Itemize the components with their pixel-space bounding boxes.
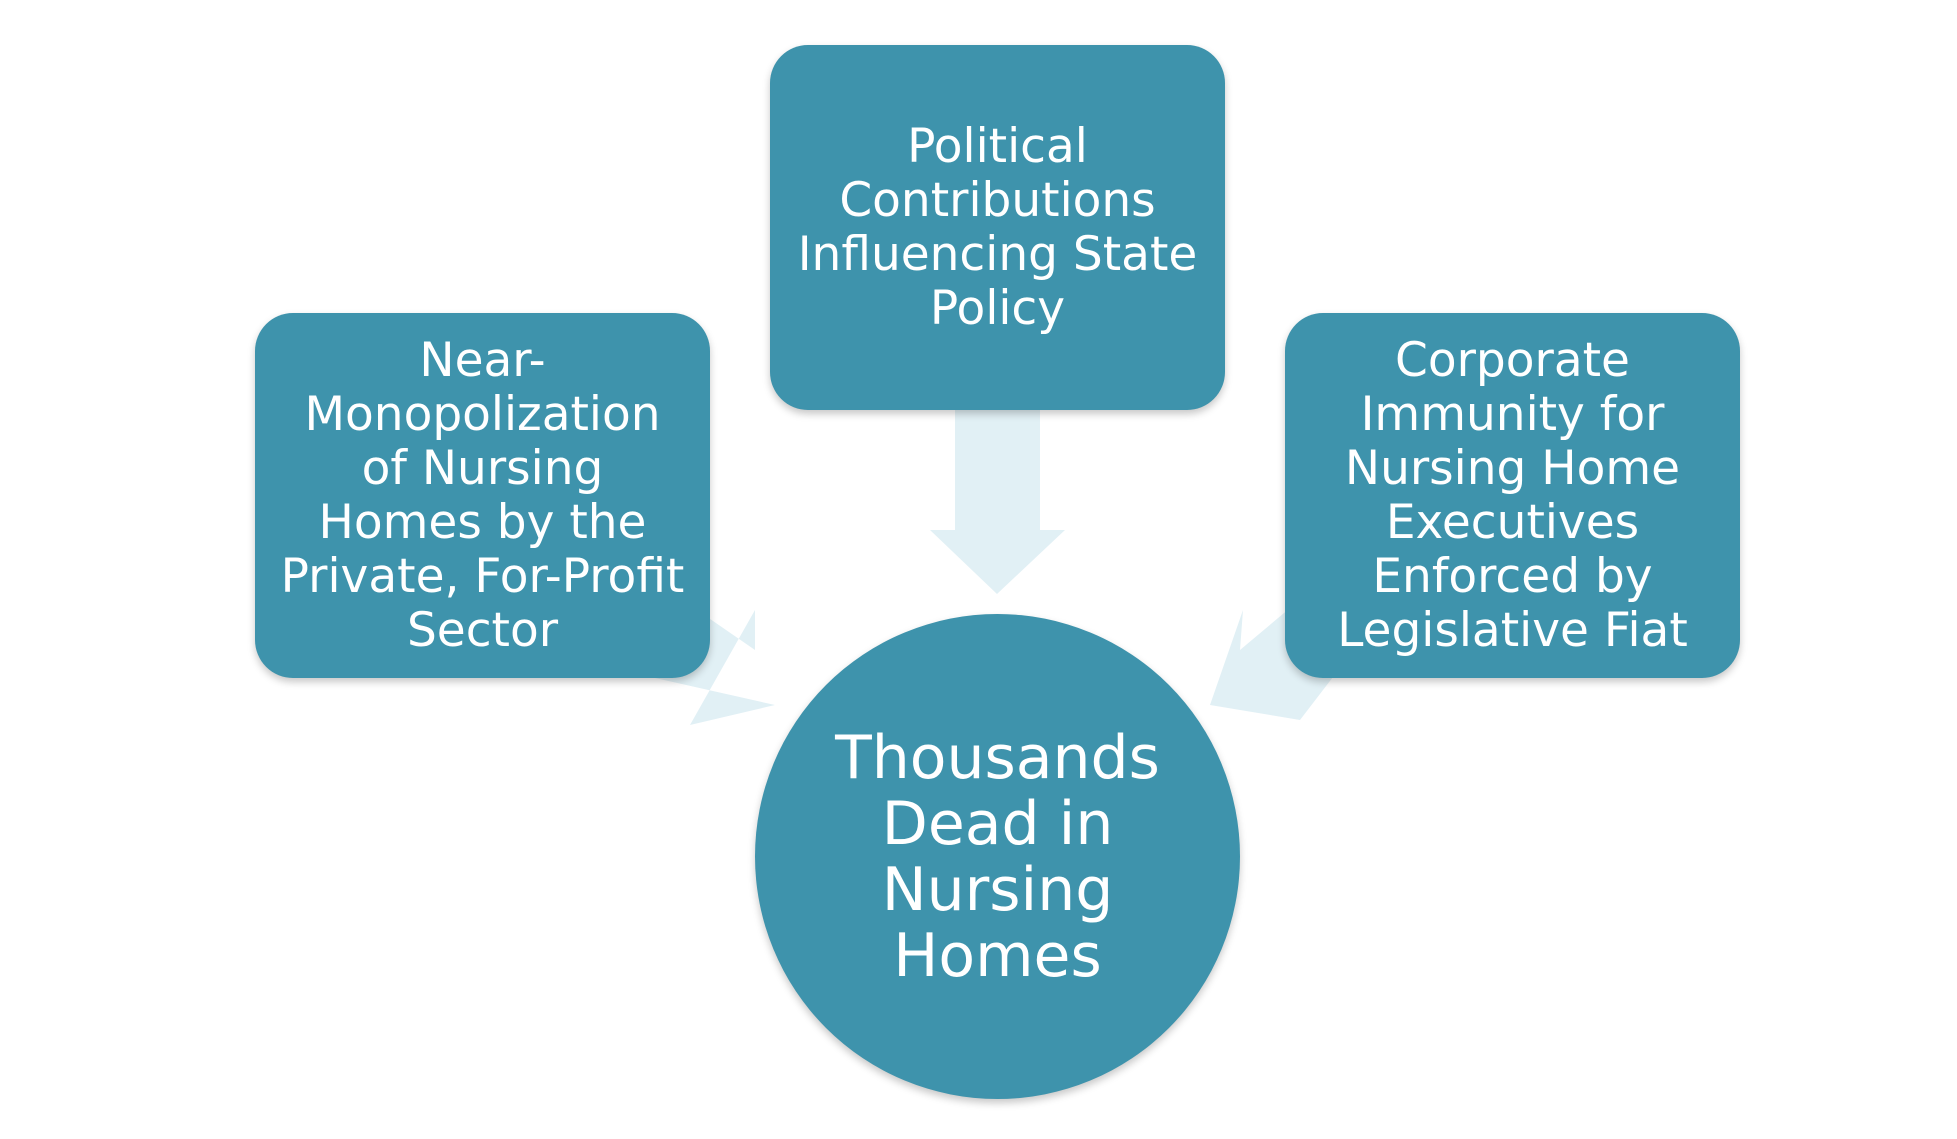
cause-box-political-contributions: Political Contributions Influencing Stat…	[770, 45, 1225, 410]
cause-label-political-contributions: Political Contributions Influencing Stat…	[797, 118, 1198, 336]
cause-label-corporate-immunity: Corporate Immunity for Nursing Home Exec…	[1337, 332, 1688, 658]
cause-label-near-monopolization: Near-Monopolization of Nursing Homes by …	[280, 332, 685, 658]
cause-box-near-monopolization: Near-Monopolization of Nursing Homes by …	[255, 313, 710, 678]
arrow-top-to-center	[930, 408, 1065, 594]
center-label: Thousands Dead in Nursing Homes	[835, 722, 1160, 991]
center-circle-thousands-dead: Thousands Dead in Nursing Homes	[755, 614, 1240, 1099]
cause-box-corporate-immunity: Corporate Immunity for Nursing Home Exec…	[1285, 313, 1740, 678]
